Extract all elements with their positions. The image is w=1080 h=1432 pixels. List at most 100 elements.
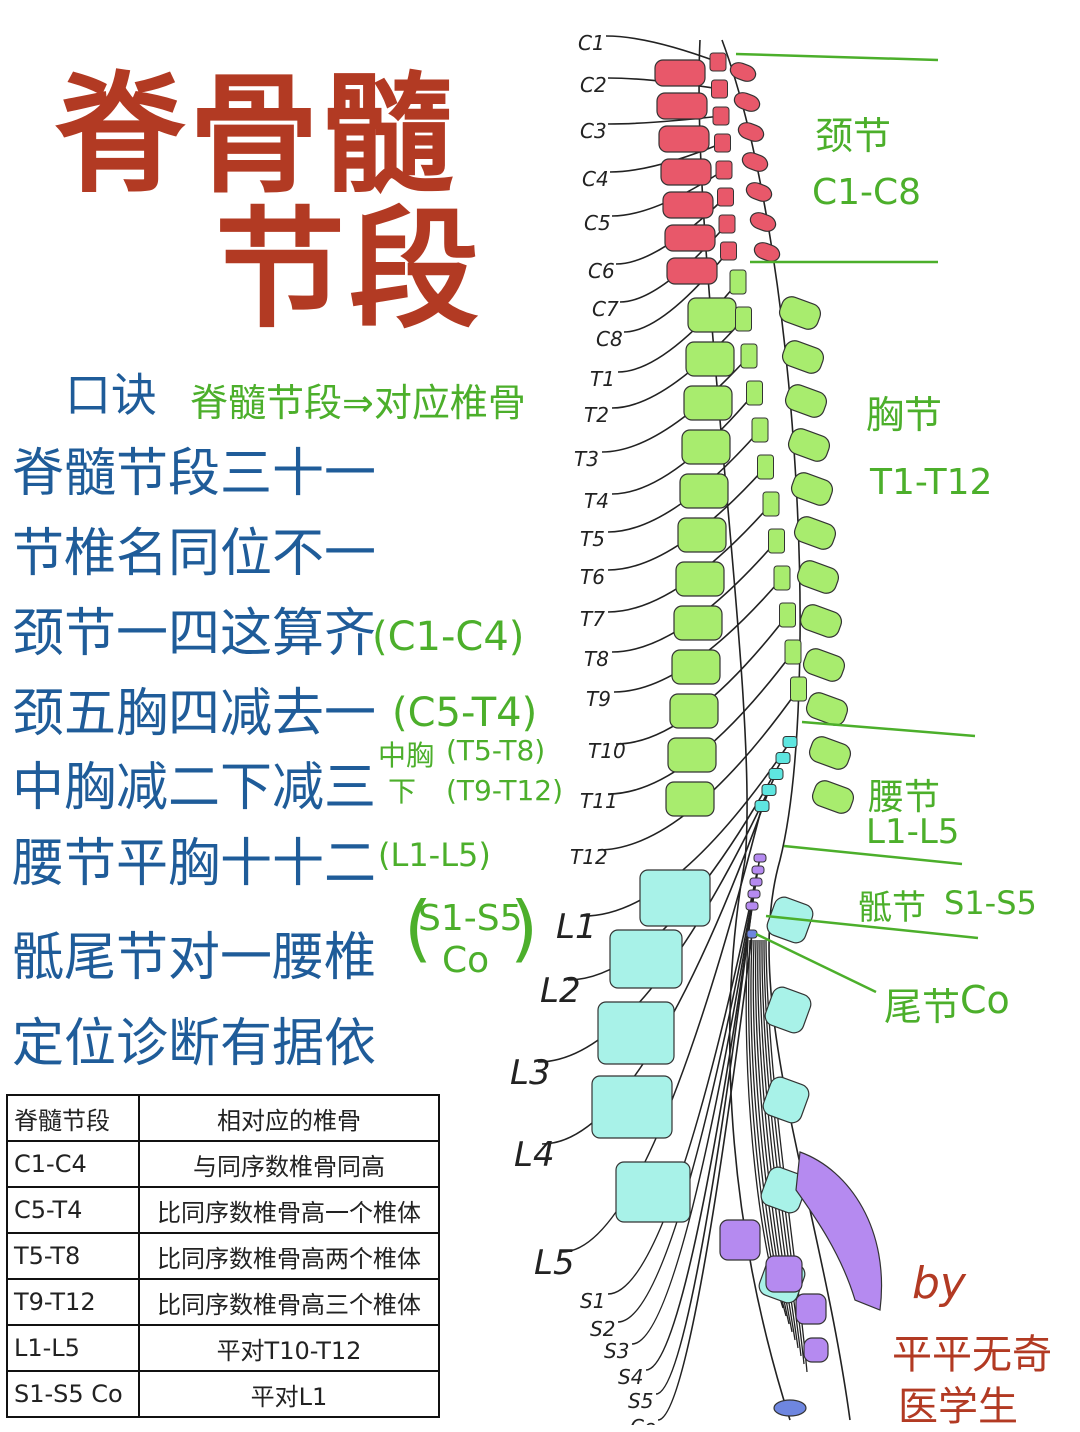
- cord-segment: [740, 343, 758, 369]
- table-cell: L1-L5: [6, 1324, 140, 1372]
- sacral-vertebra: [795, 1293, 827, 1325]
- region-coccygeal-name: 尾节: [884, 985, 961, 1029]
- annot-mid-label: 中胸: [378, 739, 435, 772]
- table-row: T9-T12 比同序数椎骨高三个椎体: [6, 1278, 440, 1326]
- segment-label: T5: [580, 527, 605, 551]
- verse-line-6: 腰节平胸十十二: [12, 834, 377, 894]
- vertebral-body: [687, 297, 737, 333]
- cord-segment: [782, 736, 798, 748]
- segment-labels: C1C2C3C4C5C6C7C8T1T2T3T4T5T6T7T8T9T10T11…: [510, 31, 656, 1425]
- cord-segment: [711, 79, 728, 99]
- sacral-vertebra: [803, 1337, 829, 1363]
- cord-segment: [762, 491, 780, 517]
- table-cell: S1-S5 Co: [6, 1370, 140, 1418]
- table-header: 脊髓节段: [6, 1094, 140, 1142]
- spinous-process: [729, 62, 757, 82]
- region-lumbar-name: 腰节: [868, 777, 941, 818]
- region-divider-line: [765, 914, 979, 940]
- spinous-process: [799, 604, 843, 638]
- region-cervical-name: 颈节: [815, 114, 892, 158]
- vertebral-body: [669, 693, 719, 729]
- region-cervical-range: C1-C8: [812, 172, 922, 213]
- vertebrae: [591, 59, 883, 1417]
- verse-line-5: 中胸减二下减三: [12, 758, 377, 818]
- nerve-line: [607, 115, 722, 125]
- table-header-row: 脊髓节段 相对应的椎骨: [6, 1094, 440, 1142]
- segment-label: T2: [584, 403, 609, 427]
- segment-label: T9: [586, 687, 611, 711]
- segment-label: T3: [574, 447, 599, 471]
- nerve-line: [605, 35, 719, 63]
- cord-segment: [745, 901, 759, 911]
- region-sacral-range: S1-S5: [944, 884, 1037, 922]
- coccyx: [773, 1399, 807, 1417]
- cauda-equina-line: [759, 939, 799, 1349]
- mnemonic-label: 口诀: [65, 368, 157, 422]
- segment-label: C8: [596, 327, 623, 351]
- cord-segment: [709, 52, 727, 72]
- segment-label: S4: [618, 1365, 643, 1389]
- verse-line-1: 脊髓节段三十一: [12, 444, 377, 504]
- spinous-process: [787, 428, 831, 462]
- annot-lower-label: 下: [388, 775, 417, 808]
- spinous-process: [737, 122, 765, 142]
- region-divider-line: [783, 844, 963, 866]
- vertebral-body: [667, 737, 717, 773]
- spinous-process: [762, 1076, 810, 1124]
- table-header: 相对应的椎骨: [138, 1094, 440, 1142]
- table-cell: T5-T8: [6, 1232, 140, 1280]
- verse-line-3: 颈节一四这算齐: [12, 604, 377, 664]
- cord-segment: [773, 565, 791, 591]
- nerve-line: [655, 905, 753, 1395]
- segment-label: T10: [588, 739, 626, 763]
- annot-lower-range: (T9-T12): [446, 774, 564, 807]
- nerve-line: [537, 773, 777, 1063]
- nerve-line: [561, 805, 763, 1253]
- region-divider-line: [801, 720, 976, 738]
- vertebral-body: [654, 59, 706, 87]
- cord-segment: [735, 306, 752, 332]
- spinous-process: [766, 896, 814, 944]
- vertebral-body: [658, 125, 710, 153]
- segment-label: T12: [570, 845, 608, 869]
- nerve-line: [611, 318, 745, 409]
- segment-label: S1: [580, 1289, 605, 1313]
- cord-segment: [768, 528, 785, 554]
- vertebral-body: [675, 561, 725, 597]
- table-cell: 与同序数椎骨同高: [138, 1140, 440, 1188]
- table-cell: C1-C4: [6, 1140, 140, 1188]
- verse-line-8: 定位诊断有据依: [12, 1014, 377, 1074]
- cord-segment: [747, 889, 761, 899]
- cord-segment: [779, 602, 796, 628]
- table-cell: T9-T12: [6, 1278, 140, 1326]
- vertebral-body: [666, 257, 718, 285]
- vertebral-body: [597, 1001, 675, 1065]
- table-row: T5-T8 比同序数椎骨高两个椎体: [6, 1232, 440, 1280]
- vertebral-body: [609, 929, 683, 989]
- segment-label: C1: [578, 31, 605, 55]
- spinous-process: [793, 516, 837, 550]
- segment-label: C3: [580, 119, 607, 143]
- segment-label: L1: [556, 907, 597, 947]
- verse-line-7: 骶尾节对一腰椎: [12, 928, 377, 988]
- verse-line-2: 节椎名同位不一: [12, 524, 377, 584]
- segment-label: T4: [584, 489, 609, 513]
- cord-segment: [784, 639, 802, 665]
- segment-label: C2: [580, 73, 607, 97]
- table-row: C5-T4 比同序数椎骨高一个椎体: [6, 1186, 440, 1234]
- segment-vertebra-table: 脊髓节段 相对应的椎骨 C1-C4 与同序数椎骨同高 C5-T4 比同序数椎骨高…: [6, 1094, 440, 1418]
- spinous-process: [808, 736, 852, 770]
- annot-c5t4: (C5-T4): [392, 690, 538, 736]
- spinous-process: [749, 212, 777, 232]
- nerve-line: [611, 392, 756, 495]
- vertebral-body: [660, 158, 712, 186]
- vertebral-body: [673, 605, 723, 641]
- cord-segment: [712, 106, 730, 126]
- sacral-vertebra: [765, 1255, 803, 1293]
- segment-label: L2: [540, 971, 581, 1011]
- region-divider-line: [755, 932, 877, 994]
- region-thoracic-range: T1-T12: [870, 462, 993, 503]
- vertebral-body: [683, 385, 733, 421]
- sacral-vertebra: [719, 1219, 761, 1261]
- nerve-line: [607, 429, 761, 533]
